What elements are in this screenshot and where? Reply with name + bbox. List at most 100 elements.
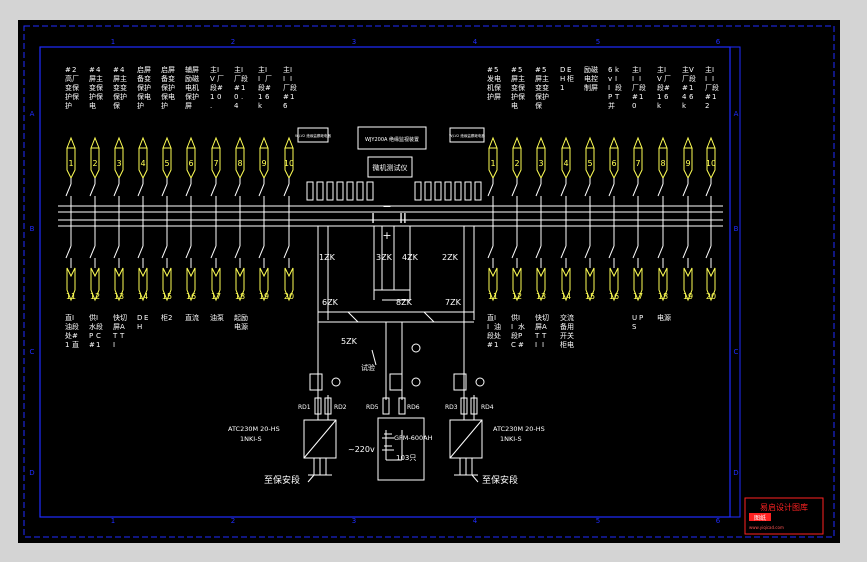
bus-two-label: II [399, 212, 407, 227]
zone-left-B: B [30, 225, 35, 233]
right-relay-label: WJ-V2 绝缘监察继电器 [449, 133, 485, 138]
feeder-desc: 起励电源 [234, 314, 248, 331]
zone-right-D: D [733, 469, 738, 477]
zone-left-A: A [30, 110, 35, 118]
feeder-number: 19 [683, 292, 693, 301]
zone-bottom-2: 2 [231, 517, 235, 525]
switch-8zk: 8ZK [396, 298, 413, 307]
meters [309, 343, 485, 391]
zone-left-C: C [30, 348, 35, 356]
rd3-label: RD3 [445, 404, 458, 411]
test-label: 试验 [361, 363, 375, 372]
title-block-title: 易启设计图库 [760, 502, 808, 512]
fuse-11 [444, 181, 452, 201]
fuse-7 [366, 181, 374, 201]
zone-top-6: 6 [716, 38, 721, 46]
feeder-desc: 启屏备变保护保电护 [161, 65, 175, 110]
feeder-number: 18 [235, 292, 245, 301]
feeder-number: 9 [685, 159, 690, 168]
battery-bank: GFM-600AH 103只 ~220v [348, 417, 433, 481]
right-charger-label: ATC230M 20-HS [493, 425, 545, 433]
battery-count: 103只 [396, 454, 416, 462]
feeder-number: 8 [660, 159, 665, 168]
supply-right-label: 至保安段 [482, 474, 518, 486]
feeder-desc: 励磁电控制屏 [584, 65, 598, 92]
supply-left-label: 至保安段 [264, 474, 300, 486]
plus-label: + [382, 229, 391, 242]
switch-2zk: 2ZK [442, 253, 459, 262]
feeder-number: 12 [512, 292, 522, 301]
center-fuse-blocks [306, 181, 482, 201]
fuse-4 [336, 181, 344, 201]
feeder-number: 3 [538, 159, 543, 168]
feeder-feeders_bottom_right-19: 19 [682, 226, 693, 302]
tester-label: 微机测试仪 [373, 163, 408, 172]
zone-top-1: 1 [111, 38, 115, 46]
tester-box: 微机测试仪 [367, 156, 413, 178]
zone-right-B: B [734, 225, 739, 233]
right-charger: ATC230M 20-HS 1NKI-S [449, 419, 545, 459]
dc-busbars [58, 205, 723, 227]
zone-top-2: 2 [231, 38, 235, 46]
left-charger-sub: 1NKI-S [240, 435, 262, 443]
feeder-number: 9 [261, 159, 266, 168]
feeder-number: 13 [536, 292, 546, 301]
switch-6zk: 6ZK [322, 298, 339, 307]
fuse-12 [454, 181, 462, 201]
feeder-number: 10 [706, 159, 716, 168]
zone-top-5: 5 [596, 38, 600, 46]
feeder-number: 6 [611, 159, 616, 168]
zone-bottom-3: 3 [352, 517, 356, 525]
feeder-number: 4 [140, 159, 145, 168]
left-charger-label: ATC230M 20-HS [228, 425, 280, 433]
feeder-number: 1 [490, 159, 495, 168]
feeder-number: 12 [90, 292, 100, 301]
minus-label: − [382, 200, 391, 213]
switch-7zk: 7ZK [445, 298, 462, 307]
feeder-desc: 柜2 [161, 313, 172, 322]
feeder-number: 10 [284, 159, 294, 168]
zone-bottom-5: 5 [596, 517, 600, 525]
feeder-number: 7 [635, 159, 640, 168]
feeder-feeders_bottom_right-20: 20 [705, 226, 716, 302]
feeder-number: 13 [114, 292, 124, 301]
right-relay-box: WJ-V2 绝缘监察继电器 [449, 127, 485, 143]
fuse-8 [414, 181, 422, 201]
feeder-number: 15 [585, 292, 595, 301]
zone-top-4: 4 [473, 38, 478, 46]
feeder-desc: 油泵 [210, 313, 224, 322]
